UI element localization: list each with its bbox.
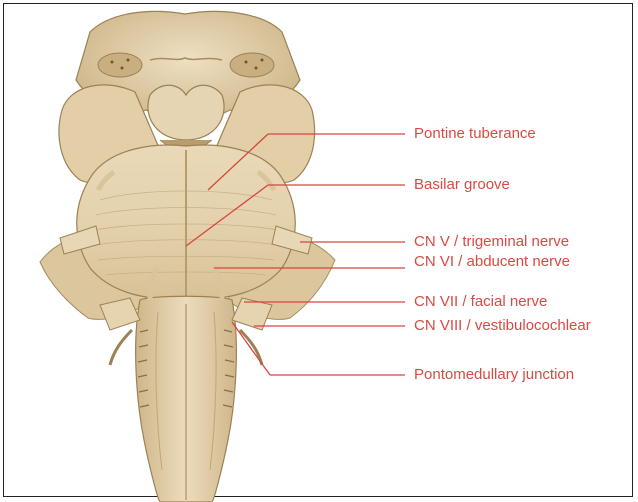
leader-basilar-groove [185, 184, 269, 247]
leader-pontine-tuberance [207, 133, 269, 191]
label-trigeminal-nerve: CN V / trigeminal nerve [414, 233, 570, 250]
label-abducent-nerve: CN VI / abducent nerve [414, 253, 570, 270]
label-basilar-groove: Basilar groove [414, 176, 510, 193]
label-facial-nerve: CN VII / facial nerve [414, 293, 548, 310]
label-vestibulocochlear-nerve: CN VIII / vestibulocochlear [414, 317, 591, 334]
leader-lines [185, 133, 405, 376]
label-pontine-tuberance: Pontine tuberance [414, 125, 536, 142]
abducent-nerve-left [147, 266, 160, 301]
abducent-nerve-right [212, 266, 225, 301]
trigeminal-root-right [271, 225, 313, 255]
leader-pontomedullary [231, 321, 271, 376]
label-pontomedullary-junction: Pontomedullary junction [414, 366, 575, 383]
trigeminal-root-left [59, 225, 101, 255]
